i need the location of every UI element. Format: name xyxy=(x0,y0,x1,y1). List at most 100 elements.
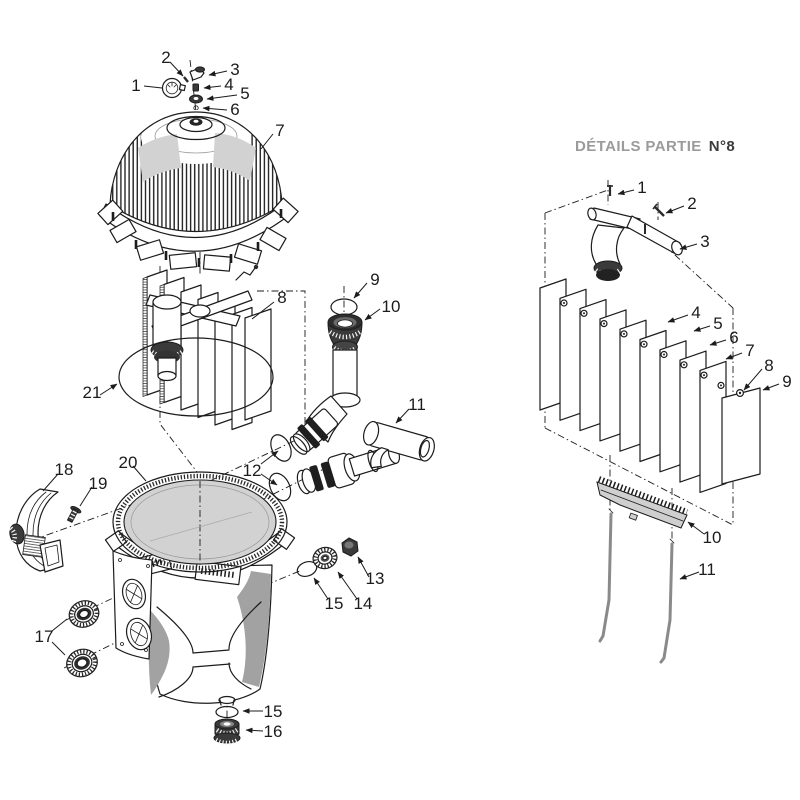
svg-text:8: 8 xyxy=(277,288,286,307)
front-grid-plate xyxy=(244,308,272,421)
callout-4: 4 xyxy=(203,75,234,94)
svg-text:15: 15 xyxy=(325,594,344,613)
pressure-gauge xyxy=(161,77,183,99)
svg-text:7: 7 xyxy=(745,341,754,360)
union-collar-10 xyxy=(327,313,363,354)
detail-callout-4: 4 xyxy=(667,303,701,323)
detail-callout-1: 1 xyxy=(617,178,647,197)
detail-screw-2 xyxy=(654,206,665,217)
svg-text:1: 1 xyxy=(131,76,140,95)
detail-grid-plates xyxy=(539,278,761,493)
callout-3: 3 xyxy=(208,60,240,79)
callout-13: 13 xyxy=(357,556,384,588)
oring-12b xyxy=(268,472,292,502)
bleeder-wire xyxy=(235,267,256,281)
oring-12a xyxy=(270,434,292,462)
piping-assembly xyxy=(268,298,435,502)
plate-knobs xyxy=(560,299,744,398)
svg-text:10: 10 xyxy=(703,528,722,547)
callout-9: 9 xyxy=(353,270,380,299)
detail-callout-10: 10 xyxy=(687,521,722,547)
tank-port-panel xyxy=(112,550,153,660)
drain-collars-17 xyxy=(66,600,100,678)
lid-fastener-cluster xyxy=(161,66,205,111)
callouts-main: 1 2 3 4 5 6 7 8 9 10 11 12 13 14 15 15 1… xyxy=(35,48,426,741)
callout-19: 19 xyxy=(79,474,108,507)
svg-text:3: 3 xyxy=(700,232,709,251)
svg-text:5: 5 xyxy=(713,314,722,333)
svg-text:11: 11 xyxy=(698,560,716,579)
callout-21: 21 xyxy=(83,383,118,402)
drain-adapter-14 xyxy=(312,546,338,570)
detail-end-plate xyxy=(721,387,761,485)
callout-10: 10 xyxy=(364,297,401,321)
svg-text:11: 11 xyxy=(408,395,426,414)
oring-15-bottom xyxy=(215,705,239,719)
detail-callout-5: 5 xyxy=(693,314,723,333)
callout-6: 6 xyxy=(202,100,240,119)
callout-11: 11 xyxy=(395,395,426,424)
svg-text:6: 6 xyxy=(230,100,239,119)
dome-lid xyxy=(97,110,299,272)
svg-text:20: 20 xyxy=(119,453,138,472)
drain-stub xyxy=(218,695,236,705)
relief-bolt xyxy=(192,83,199,92)
svg-text:2: 2 xyxy=(687,194,696,213)
svg-text:6: 6 xyxy=(729,328,738,347)
callout-15b: 15 xyxy=(242,702,283,721)
filter-grid-assembly xyxy=(118,264,274,431)
detail-manifold xyxy=(587,185,683,281)
rim-lug-right xyxy=(194,560,242,586)
callout-15: 15 xyxy=(313,577,344,613)
detail-callout-2: 2 xyxy=(665,194,697,214)
lid-window-right xyxy=(213,133,256,181)
clamp-segment-18 xyxy=(9,488,82,573)
callout-20: 20 xyxy=(119,453,147,482)
svg-text:10: 10 xyxy=(382,297,401,316)
detail-callout-3: 3 xyxy=(679,232,710,251)
svg-text:14: 14 xyxy=(354,594,373,613)
tee-pipe-11 xyxy=(362,420,435,469)
tank-teeth-ring xyxy=(115,473,285,571)
svg-text:7: 7 xyxy=(275,121,284,140)
callout-16: 16 xyxy=(245,722,283,741)
drain-cap-16 xyxy=(213,718,241,746)
detail-view xyxy=(539,180,761,664)
drain-fitting-group xyxy=(296,537,359,578)
svg-text:16: 16 xyxy=(264,722,283,741)
svg-text:2: 2 xyxy=(161,48,170,67)
clamp-knob xyxy=(9,523,25,545)
standpipe xyxy=(332,349,358,399)
callout-2: 2 xyxy=(161,48,184,77)
svg-text:1: 1 xyxy=(637,178,646,197)
svg-text:18: 18 xyxy=(55,460,74,479)
callouts-detail: 1 2 3 4 5 6 7 8 9 10 11 xyxy=(617,178,792,580)
clamp-bolt-19 xyxy=(66,505,82,524)
svg-text:3: 3 xyxy=(230,60,239,79)
svg-text:4: 4 xyxy=(224,75,233,94)
drain-plug-13 xyxy=(341,537,359,557)
svg-text:9: 9 xyxy=(370,270,379,289)
svg-text:21: 21 xyxy=(83,383,102,402)
tank-body xyxy=(104,471,296,706)
callout-14: 14 xyxy=(337,571,373,613)
callout-7: 7 xyxy=(260,121,285,150)
callout-5: 5 xyxy=(206,84,250,103)
svg-text:19: 19 xyxy=(89,474,108,493)
callout-1: 1 xyxy=(131,76,163,95)
lid-window-left xyxy=(138,134,181,182)
detail-bottom-manifold-10 xyxy=(596,476,689,529)
detail-callout-11: 11 xyxy=(679,560,716,580)
svg-text:15: 15 xyxy=(264,702,283,721)
lid-rim-tabs xyxy=(97,197,299,272)
callout-18: 18 xyxy=(42,460,74,492)
detail-callout-9: 9 xyxy=(762,372,792,391)
detail-callout-6: 6 xyxy=(709,328,739,347)
tank-top-surface xyxy=(123,479,277,565)
detail-callout-8: 8 xyxy=(743,356,774,391)
gauge-pin xyxy=(183,76,189,83)
svg-text:17: 17 xyxy=(35,627,54,646)
